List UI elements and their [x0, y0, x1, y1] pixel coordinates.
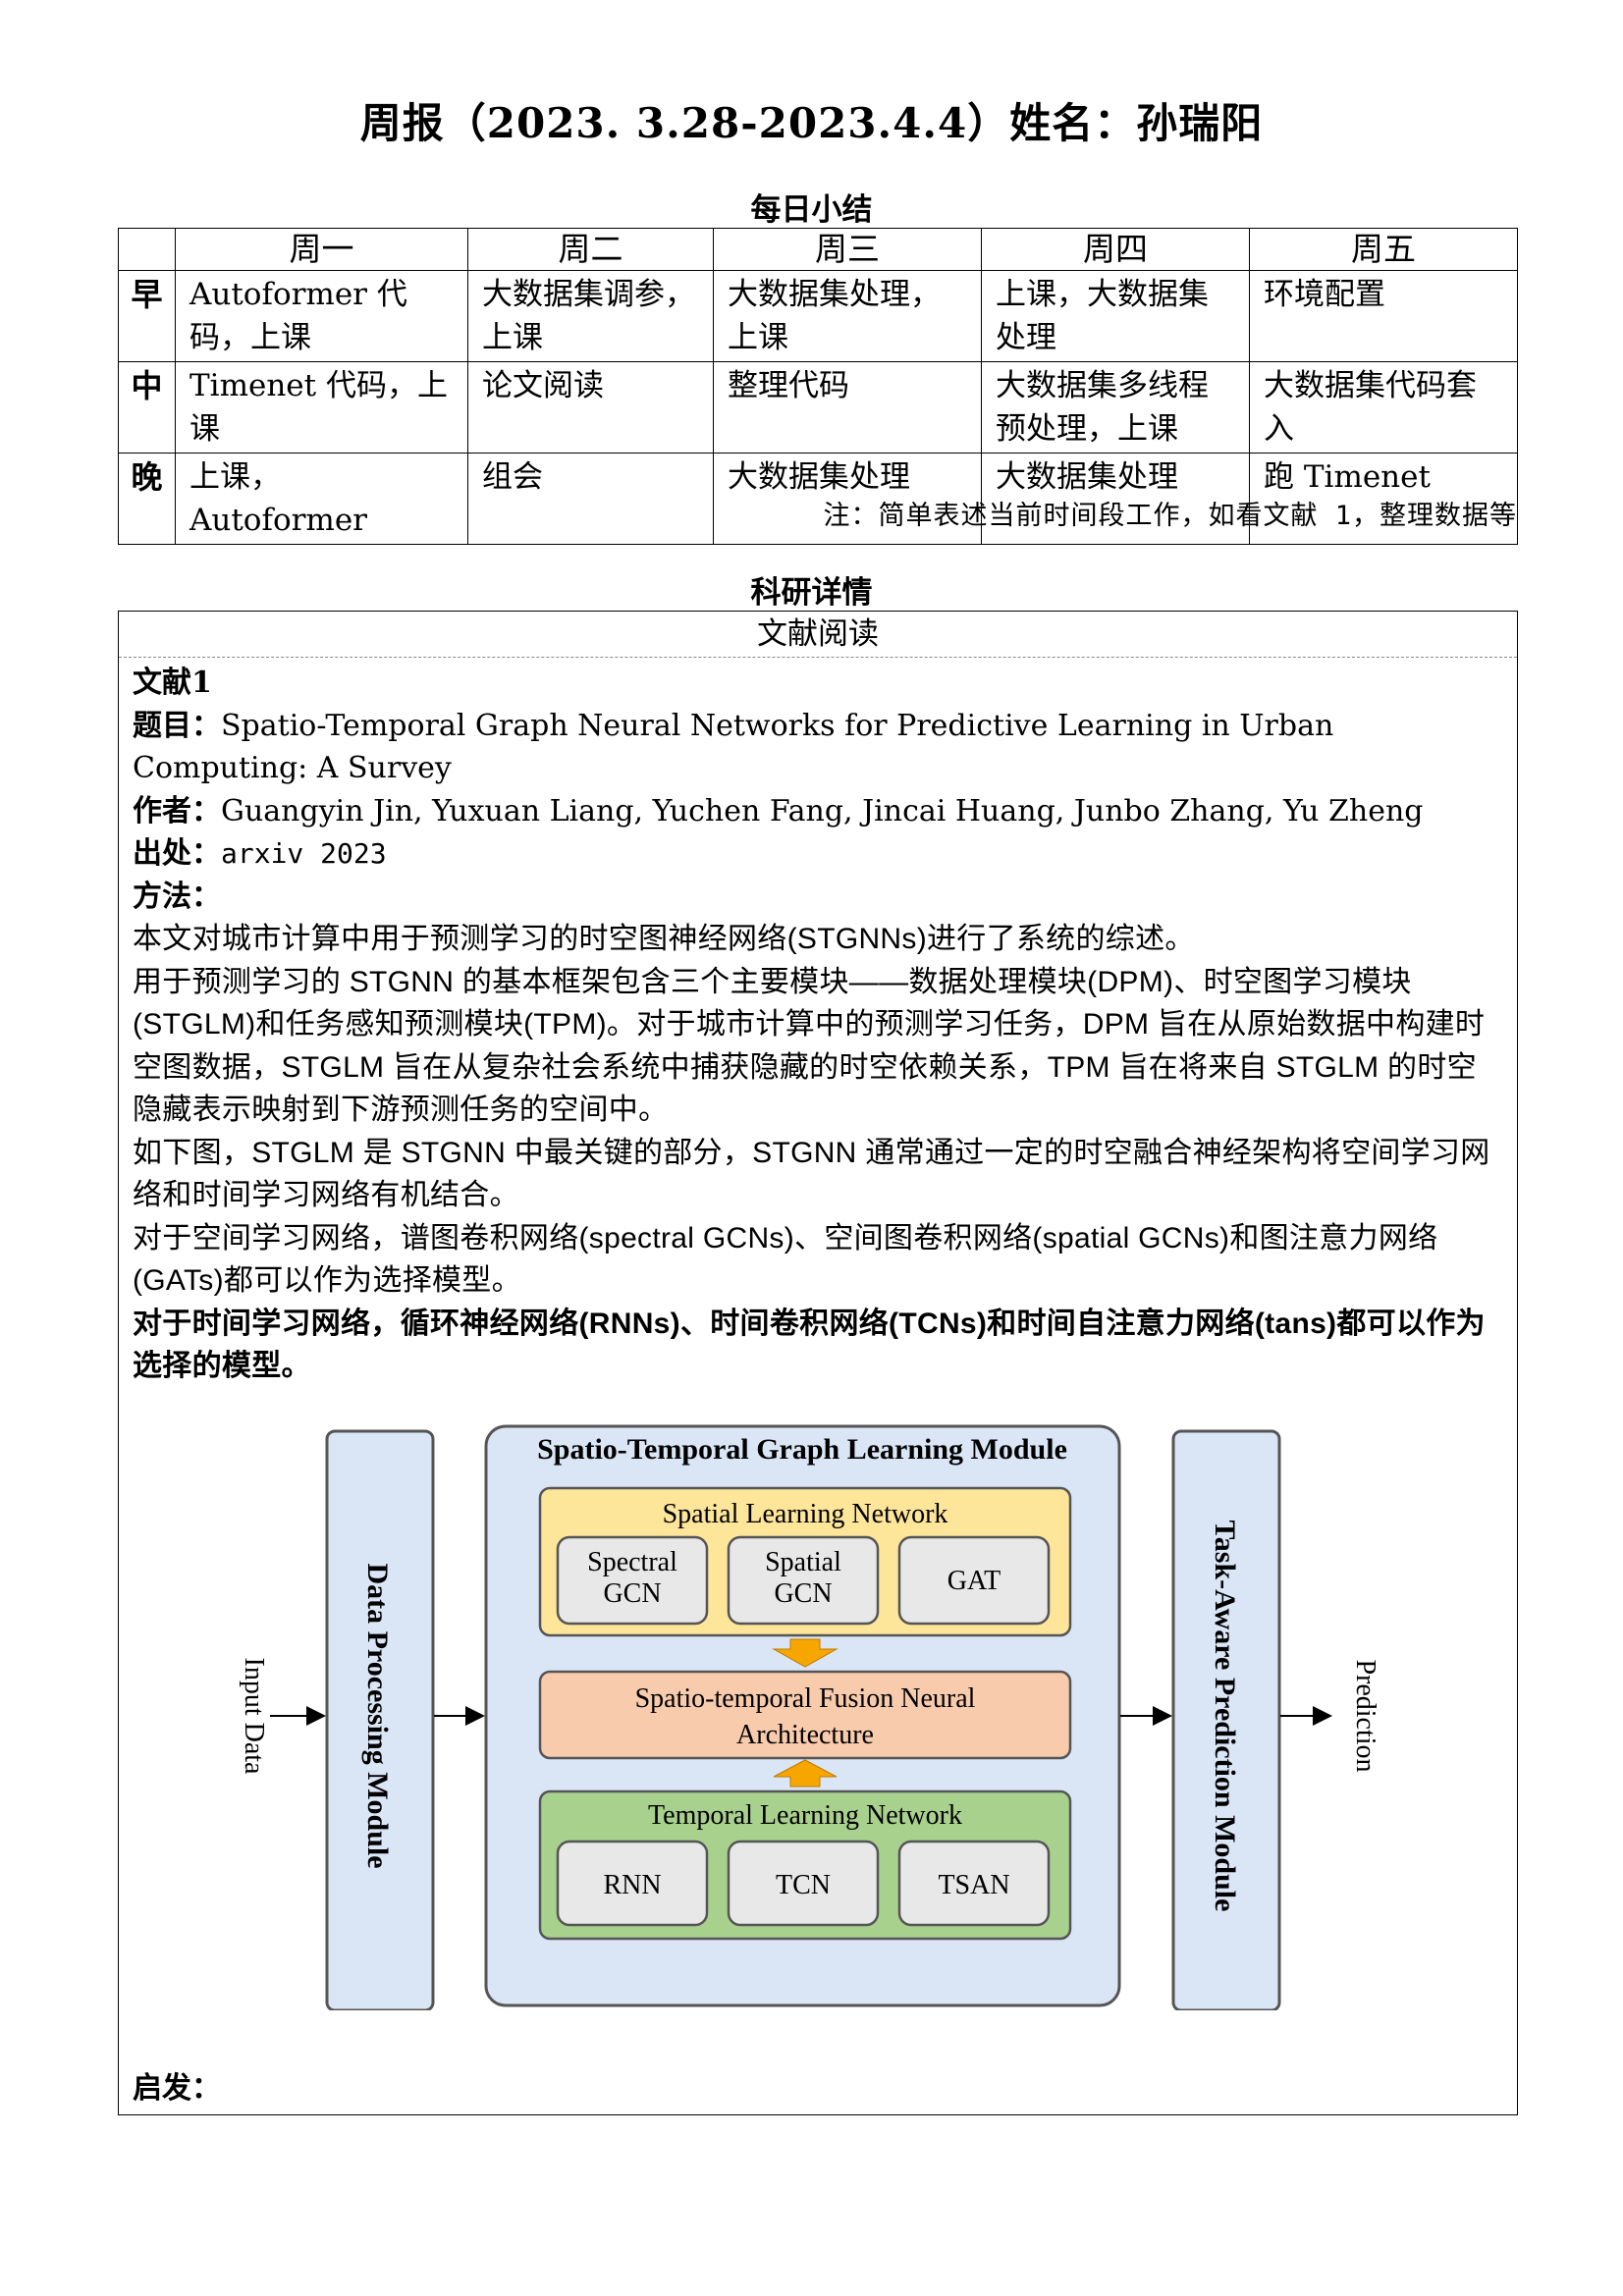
method-label: 方法：: [133, 879, 221, 914]
stglm-title: Spatio-Temporal Graph Learning Module: [537, 1433, 1067, 1466]
spatial-network-title: Spatial Learning Network: [663, 1499, 948, 1529]
inspiration-label: 启发：: [133, 2071, 221, 2106]
task-aware-prediction-module: [1171, 1429, 1281, 2010]
temporal-to-fusion-arrow: [773, 1759, 838, 1788]
table-cell: 上课，Autoformer: [175, 453, 468, 545]
rnn-label: RNN: [603, 1870, 661, 1900]
daily-summary-table: 周一 周二 周三 周四 周五 早 Autoformer 代码，上课 大数据集调参…: [118, 228, 1518, 545]
table-cell: 上课，大数据集处理: [981, 270, 1250, 362]
table-cell: Autoformer 代码，上课: [175, 270, 468, 362]
table-cell: 大数据集调参，上课: [467, 270, 714, 362]
tsan-box: [897, 1840, 1051, 1927]
table-cell: 组会: [467, 453, 714, 545]
dpm-label: Data Processing Module: [361, 1563, 394, 1868]
paper-source: arxiv 2023: [221, 837, 387, 870]
input-data-label: Input Data: [239, 1658, 269, 1776]
paper-title: Spatio-Temporal Graph Neural Networks fo…: [133, 708, 1334, 786]
day-header: 周五: [1249, 228, 1518, 271]
table-row-evening: 晚 上课，Autoformer 组会 大数据集处理 大数据集处理 跑 Timen…: [118, 453, 1518, 545]
table-cell: 论文阅读: [467, 361, 714, 454]
gat-label: GAT: [947, 1566, 1001, 1596]
table-cell: 整理代码: [713, 361, 982, 454]
source-label: 出处：: [133, 836, 221, 871]
table-row-morning: 早 Autoformer 代码，上课 大数据集调参，上课 大数据集处理，上课 上…: [118, 270, 1518, 362]
gat-box: [897, 1535, 1051, 1626]
data-processing-module: [325, 1429, 435, 2010]
authors-label: 作者：: [133, 793, 221, 828]
row-label: 早: [118, 270, 176, 362]
table-note: 注：简单表述当前时间段工作，如看文献 1，整理数据等: [823, 501, 1517, 531]
fusion-architecture: [538, 1670, 1072, 1760]
paper-authors-line: 作者：Guangyin Jin, Yuxuan Liang, Yuchen Fa…: [133, 790, 1503, 833]
tcn-box: [727, 1840, 880, 1927]
day-header: 周二: [467, 228, 714, 271]
table-cell: 大数据集处理: [713, 453, 982, 545]
paper-title-line: 题目：Spatio-Temporal Graph Neural Networks…: [133, 705, 1503, 790]
day-header: 周四: [981, 228, 1250, 271]
method-paragraph: 用于预测学习的 STGNN 的基本框架包含三个主要模块——数据处理模块(DPM)…: [133, 965, 1486, 1127]
research-heading: 科研详情: [750, 575, 873, 611]
corner-cell: [118, 228, 176, 271]
tsan-label: TSAN: [938, 1870, 1009, 1900]
method-paragraph: 如下图，STGLM 是 STGNN 中最关键的部分，STGNN 通常通过一定的时…: [133, 1136, 1490, 1212]
literature-reading-header: 文献阅读: [119, 612, 1517, 658]
research-details-box: 文献阅读 文献1 题目：Spatio-Temporal Graph Neural…: [118, 611, 1518, 2115]
tcn-label: TCN: [776, 1870, 831, 1900]
table-cell: 大数据集代码套入: [1249, 361, 1518, 454]
row-label: 中: [118, 361, 176, 454]
daily-summary-heading: 每日小结: [750, 192, 873, 228]
table-row-noon: 中 Timenet 代码，上课 论文阅读 整理代码 大数据集多线程预处理，上课 …: [118, 361, 1518, 454]
paper-content: 文献1 题目：Spatio-Temporal Graph Neural Netw…: [119, 658, 1517, 1388]
method-paragraph-bold: 对于时间学习网络，循环神经网络(RNNs)、时间卷积网络(TCNs)和时间自注意…: [133, 1307, 1486, 1383]
method-paragraph: 对于空间学习网络，谱图卷积网络(spectral GCNs)、空间图卷积网络(s…: [133, 1221, 1438, 1298]
table-cell: 大数据集多线程预处理，上课: [981, 361, 1250, 454]
title-label: 题目：: [133, 708, 221, 743]
day-header: 周三: [713, 228, 982, 271]
prediction-label: Prediction: [1350, 1659, 1380, 1772]
spatial-to-fusion-arrow: [772, 1638, 839, 1668]
method-paragraph: 本文对城市计算中用于预测学习的时空图神经网络(STGNNs)进行了系统的综述。: [133, 923, 1195, 955]
paper-authors: Guangyin Jin, Yuxuan Liang, Yuchen Fang,…: [221, 793, 1424, 828]
temporal-network-title: Temporal Learning Network: [648, 1800, 962, 1831]
stgnn-framework-diagram: Input Data Data Processing Module Spatio…: [239, 1424, 1380, 2010]
spatial-gcn-box: [727, 1535, 880, 1626]
table-cell: 大数据集处理，上课: [713, 270, 982, 362]
table-cell: Timenet 代码，上课: [175, 361, 468, 454]
table-header-row: 周一 周二 周三 周四 周五: [118, 228, 1518, 271]
spectral-gcn-box: [556, 1535, 709, 1626]
paper-source-line: 出处：arxiv 2023: [133, 832, 1503, 876]
tpm-label: Task-Aware Prediction Module: [1209, 1521, 1241, 1912]
table-cell: 跑 Timenet: [1249, 453, 1518, 545]
day-header: 周一: [175, 228, 468, 271]
row-label: 晚: [118, 453, 176, 545]
paper-number: 文献1: [133, 666, 212, 700]
page-title: 周报（2023. 3.28-2023.4.4）姓名：孙瑞阳: [359, 99, 1264, 147]
rnn-box: [556, 1840, 709, 1927]
table-cell: 大数据集处理: [981, 453, 1250, 545]
fusion-label-line2: Architecture: [736, 1720, 874, 1750]
fusion-label-line1: Spatio-temporal Fusion Neural: [635, 1683, 976, 1714]
table-cell: 环境配置: [1249, 270, 1518, 362]
